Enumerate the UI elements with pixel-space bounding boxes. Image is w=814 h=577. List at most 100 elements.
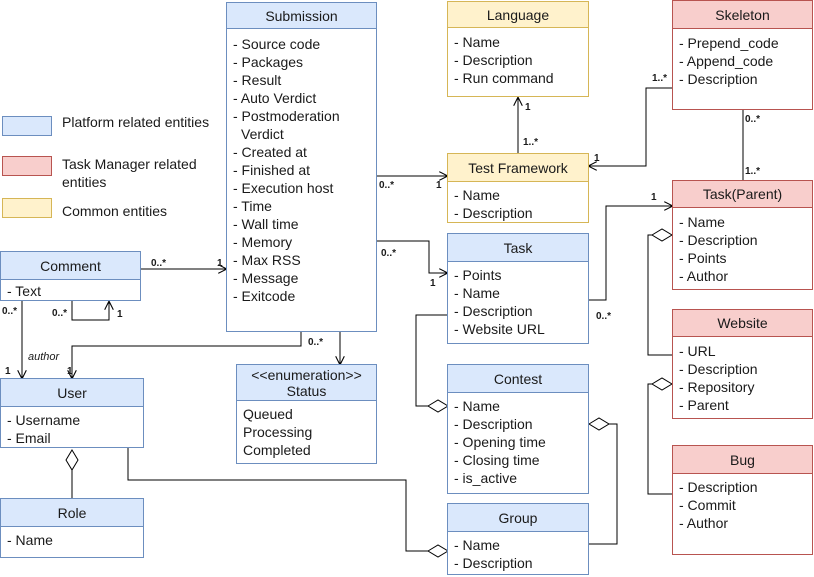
submission-attr: - Exitcode bbox=[233, 288, 296, 304]
task-attributes: - Points - Name - Description - Website … bbox=[448, 262, 588, 341]
website-header: Website bbox=[673, 310, 812, 337]
comment-header: Comment bbox=[1, 252, 140, 280]
status-name: Status bbox=[286, 382, 327, 399]
group-aggregation-diamond-contest bbox=[588, 417, 610, 431]
submission-user-connector bbox=[72, 332, 302, 378]
language-attr: - Run command bbox=[454, 70, 554, 86]
multiplicity-label: 1 bbox=[67, 366, 73, 377]
group-aggregation-diamond-user bbox=[427, 544, 449, 558]
bug-attr: - Description bbox=[679, 479, 758, 495]
multiplicity-label: 0..* bbox=[596, 311, 612, 322]
multiplicity-label: 1..* bbox=[745, 166, 761, 177]
task-parent-attr: - Description bbox=[679, 232, 758, 248]
multiplicity-label: 0..* bbox=[745, 114, 761, 125]
skeleton-attributes: - Prepend_code - Append_code - Descripti… bbox=[673, 29, 812, 91]
status-value: Processing bbox=[243, 424, 313, 440]
submission-header: Submission bbox=[227, 3, 376, 29]
status-header: <<enumeration>> Status bbox=[237, 365, 376, 401]
task-taskparent-connector bbox=[589, 206, 672, 301]
bug-attr: - Commit bbox=[679, 497, 736, 513]
skeleton-attr: - Description bbox=[679, 71, 758, 87]
test-framework-header: Test Framework bbox=[448, 154, 588, 182]
submission-attr: - Packages bbox=[233, 54, 304, 70]
contest-attr: - Closing time bbox=[454, 452, 540, 468]
legend-swatch-platform bbox=[2, 116, 52, 136]
comment-class: Comment - Text bbox=[0, 251, 141, 301]
status-value: Queued bbox=[243, 406, 293, 422]
bug-header: Bug bbox=[673, 446, 812, 474]
multiplicity-label: 1 bbox=[217, 258, 223, 269]
user-group-connector bbox=[127, 448, 428, 552]
bug-attr: - Author bbox=[679, 515, 729, 531]
contest-group-connector bbox=[589, 423, 618, 545]
website-attr: - URL bbox=[679, 343, 716, 359]
website-class: Website - URL - Description - Repository… bbox=[672, 309, 813, 419]
legend-swatch-task-manager bbox=[2, 156, 52, 176]
role-header: Role bbox=[1, 499, 143, 527]
multiplicity-label: 1 bbox=[5, 366, 11, 377]
role-class: Role - Name bbox=[0, 498, 144, 558]
multiplicity-label: 1 bbox=[594, 153, 600, 164]
website-attributes: - URL - Description - Repository - Paren… bbox=[673, 337, 812, 417]
task-header: Task bbox=[448, 234, 588, 262]
status-enum-class: <<enumeration>> Status Queued Processing… bbox=[236, 364, 377, 464]
website-aggregation-diamond bbox=[651, 377, 673, 391]
multiplicity-label: 0..* bbox=[381, 248, 397, 259]
task-attr: - Name bbox=[454, 285, 500, 301]
task-attr: - Description bbox=[454, 303, 533, 319]
submission-attr: - Execution host bbox=[233, 180, 334, 196]
task-parent-attr: - Name bbox=[679, 214, 725, 230]
multiplicity-label: 1 bbox=[651, 192, 657, 203]
submission-attr: - Time bbox=[233, 198, 272, 214]
comment-attributes: - Text bbox=[1, 280, 140, 303]
submission-attr: - Wall time bbox=[233, 216, 299, 232]
user-header: User bbox=[1, 379, 143, 407]
multiplicity-label: 1 bbox=[117, 309, 123, 320]
bug-attributes: - Description - Commit - Author bbox=[673, 474, 812, 535]
skeleton-attr: - Append_code bbox=[679, 53, 774, 69]
contest-attr: - Opening time bbox=[454, 434, 546, 450]
legend-swatch-common bbox=[2, 198, 52, 218]
test-framework-attr: - Description bbox=[454, 205, 533, 221]
test-framework-attr: - Name bbox=[454, 187, 500, 203]
task-contest-connector bbox=[415, 314, 447, 407]
task-parent-attr: - Points bbox=[679, 250, 727, 266]
comment-attr: - Text bbox=[7, 283, 41, 299]
submission-attributes: - Source code - Packages - Result - Auto… bbox=[227, 29, 376, 308]
user-attr: - Email bbox=[7, 430, 51, 446]
submission-class: Submission - Source code - Packages - Re… bbox=[226, 2, 377, 332]
multiplicity-label: 0..* bbox=[379, 180, 395, 191]
status-values: Queued Processing Completed bbox=[237, 401, 376, 462]
language-attributes: - Name - Description - Run command bbox=[448, 28, 588, 90]
skeleton-tf-connector bbox=[589, 87, 672, 166]
group-attr: - Description bbox=[454, 555, 533, 571]
role-attributes: - Name bbox=[1, 527, 143, 552]
contest-class: Contest - Name - Description - Opening t… bbox=[447, 364, 589, 494]
task-class: Task - Points - Name - Description - Web… bbox=[447, 233, 589, 344]
task-attr: - Points bbox=[454, 267, 502, 283]
submission-attr: - Memory bbox=[233, 234, 293, 250]
role-attr: - Name bbox=[7, 532, 53, 548]
user-aggregation-diamond bbox=[65, 449, 79, 471]
language-class: Language - Name - Description - Run comm… bbox=[447, 1, 589, 97]
submission-attr: - Source code bbox=[233, 36, 321, 52]
submission-task-connector bbox=[377, 240, 447, 273]
taskparent-aggregation-diamond bbox=[651, 228, 673, 242]
submission-attr: - Max RSS bbox=[233, 252, 301, 268]
submission-attr: - Finished at bbox=[233, 162, 311, 178]
test-framework-class: Test Framework - Name - Description bbox=[447, 153, 589, 223]
group-attr: - Name bbox=[454, 537, 500, 553]
user-attr: - Username bbox=[7, 412, 81, 428]
website-attr: - Description bbox=[679, 361, 758, 377]
task-parent-attr: - Author bbox=[679, 268, 729, 284]
contest-aggregation-diamond bbox=[427, 399, 449, 413]
website-attr: - Parent bbox=[679, 397, 729, 413]
multiplicity-label: 1 bbox=[430, 278, 436, 289]
legend-label-platform: Platform related entities bbox=[62, 114, 210, 130]
skeleton-header: Skeleton bbox=[673, 1, 812, 29]
contest-attr: - Description bbox=[454, 416, 533, 432]
legend-label-common: Common entities bbox=[62, 203, 168, 219]
status-value: Completed bbox=[243, 442, 311, 458]
multiplicity-label: 0..* bbox=[52, 308, 68, 319]
